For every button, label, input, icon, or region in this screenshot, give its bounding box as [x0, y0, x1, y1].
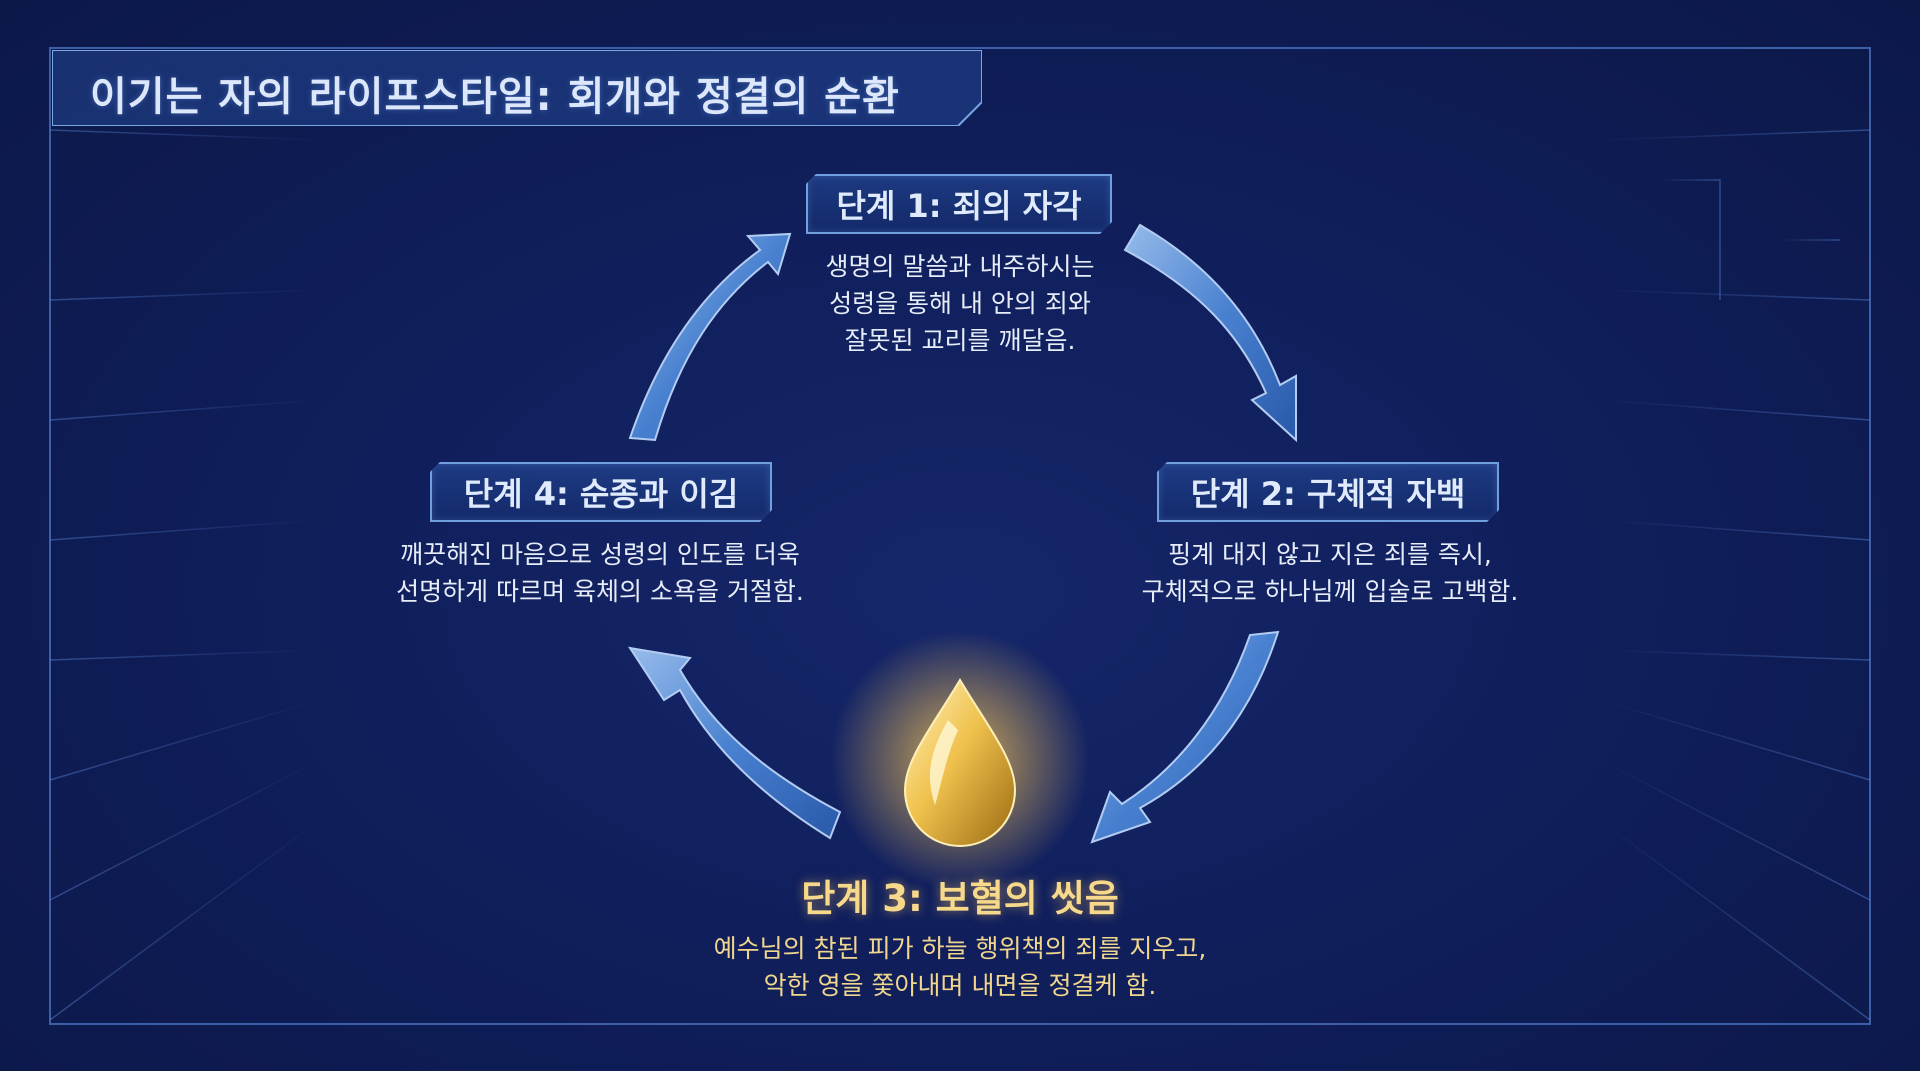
stage-4-label: 단계 4: 순종과 이김 — [430, 462, 772, 522]
stage-3-description: 예수님의 참된 피가 하늘 행위책의 죄를 지우고, 악한 영을 쫓아내며 내면… — [560, 930, 1360, 1004]
stage-3-label: 단계 3: 보혈의 씻음 — [801, 877, 1119, 920]
stage-2-line: 구체적으로 하나님께 입술로 고백함. — [1141, 577, 1519, 606]
stage-3-line: 예수님의 참된 피가 하늘 행위책의 죄를 지우고, — [713, 934, 1207, 963]
title-banner: 이기는 자의 라이프스타일: 회개와 정결의 순환 — [52, 50, 982, 126]
golden-drop-icon — [830, 630, 1090, 890]
page-title: 이기는 자의 라이프스타일: 회개와 정결의 순환 — [90, 74, 900, 120]
stage-4-line: 깨끗해진 마음으로 성령의 인도를 더욱 — [400, 540, 800, 569]
stage-2-line: 핑계 대지 않고 지은 죄를 즉시, — [1168, 540, 1492, 569]
stage-1-label: 단계 1: 죄의 자각 — [806, 174, 1112, 234]
stage-2-label: 단계 2: 구체적 자백 — [1157, 462, 1499, 522]
stage-4-description: 깨끗해진 마음으로 성령의 인도를 더욱 선명하게 따르며 육체의 소욕을 거절… — [340, 536, 860, 610]
stage-1-line: 성령을 통해 내 안의 죄와 — [829, 289, 1091, 318]
title-frame — [52, 50, 982, 126]
stage-2-description: 핑계 대지 않고 지은 죄를 즉시, 구체적으로 하나님께 입술로 고백함. — [1090, 536, 1570, 610]
stage-4-line: 선명하게 따르며 육체의 소욕을 거절함. — [396, 577, 804, 606]
cycle-arrow-icon — [628, 232, 792, 442]
stage-1-line: 생명의 말씀과 내주하시는 — [825, 252, 1095, 281]
stage-1-line: 잘못된 교리를 깨달음. — [844, 326, 1076, 355]
stage-1-description: 생명의 말씀과 내주하시는 성령을 통해 내 안의 죄와 잘못된 교리를 깨달음… — [740, 248, 1180, 359]
cycle-arrow-icon — [1090, 630, 1280, 844]
cycle-arrow-icon — [627, 646, 842, 840]
stage-3-line: 악한 영을 쫓아내며 내면을 정결케 함. — [763, 971, 1157, 1000]
cycle-arrow-icon — [1123, 223, 1297, 443]
